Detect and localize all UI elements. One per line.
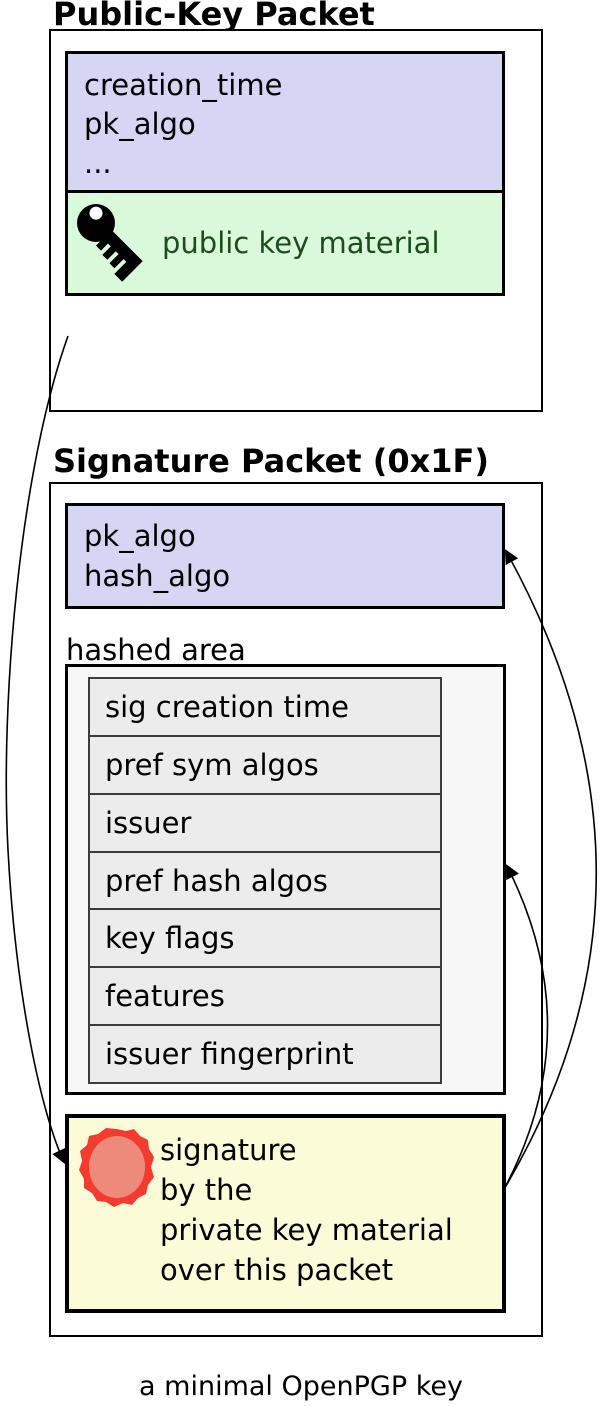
field-pk-algo: pk_algo <box>84 107 196 141</box>
subpacket-issuer-fingerprint: issuer fingerprint <box>90 1026 440 1083</box>
diagram-caption: a minimal OpenPGP key <box>139 1371 463 1402</box>
signature-packet-title: Signature Packet (0x1F) <box>53 442 489 480</box>
subpacket-pref-hash-algos: pref hash algos <box>90 852 440 911</box>
subpacket-features: features <box>90 968 440 1027</box>
public-key-header-cell: creation_time pk_algo ... <box>68 54 502 193</box>
subpacket-pref-sym-algos: pref sym algos <box>90 736 440 795</box>
public-key-material-label: public key material <box>162 226 440 260</box>
public-key-material-cell: public key material <box>68 193 502 293</box>
field-creation-time: creation_time <box>84 68 283 102</box>
signature-line-4: over this packet <box>160 1253 394 1287</box>
signature-line-3: private key material <box>160 1213 453 1247</box>
public-key-fields-box: creation_time pk_algo ... public key mat… <box>65 51 505 296</box>
key-icon <box>77 204 143 282</box>
subpacket-key-flags: key flags <box>90 910 440 969</box>
field-ellipsis: ... <box>84 146 112 180</box>
seal-icon <box>79 1128 154 1207</box>
field-sig-pk-algo: pk_algo <box>84 519 196 553</box>
signature-line-1: signature <box>160 1133 297 1167</box>
public-key-packet-title: Public-Key Packet <box>53 0 375 33</box>
subpacket-issuer: issuer <box>90 794 440 853</box>
hashed-area-label: hashed area <box>66 633 246 667</box>
signature-line-2: by the <box>160 1173 253 1207</box>
subpacket-sig-creation-time: sig creation time <box>90 679 440 737</box>
signature-text: signature by the private key material ov… <box>160 1130 453 1290</box>
signature-header-cell: pk_algo hash_algo <box>65 503 505 609</box>
subpacket-table: sig creation time pref sym algos issuer … <box>88 677 442 1084</box>
field-sig-hash-algo: hash_algo <box>84 559 231 593</box>
